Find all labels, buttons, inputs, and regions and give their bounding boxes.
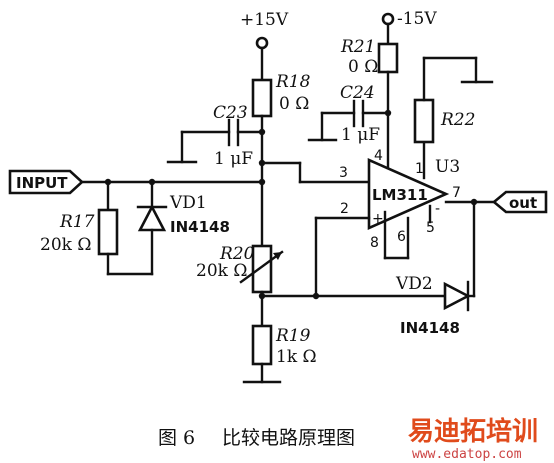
output-terminal xyxy=(491,190,548,214)
junction-input-vd1 xyxy=(148,178,156,186)
r18-label: R18 xyxy=(275,72,311,92)
lm311-label: LM311 xyxy=(372,186,428,204)
pin-8-label: 8 xyxy=(370,235,379,251)
potentiometer-r20-arrow xyxy=(273,252,282,260)
r17-value: 20k Ω xyxy=(40,235,91,255)
c24-label: C24 xyxy=(340,83,375,103)
vd1-label: VD1 xyxy=(169,193,207,213)
junction-pin2-feedback xyxy=(312,292,320,300)
minus-sign: - xyxy=(435,201,440,217)
r20-label: R20 xyxy=(219,244,255,264)
resistor-r22 xyxy=(413,98,435,144)
pin-4-label: 4 xyxy=(374,148,383,164)
minus15-label: -15V xyxy=(397,9,437,29)
c23-label: C23 xyxy=(213,103,248,123)
comparator-lm311 xyxy=(367,158,450,230)
pin-5-label: 5 xyxy=(426,220,435,236)
c23-value: 1 μF xyxy=(214,149,253,169)
r20-value: 20k Ω xyxy=(196,261,247,281)
junction-input-r17 xyxy=(104,178,112,186)
junction-node-rail xyxy=(258,178,266,186)
vd2-label: VD2 xyxy=(395,274,433,294)
r18-value: 0 Ω xyxy=(279,94,309,114)
resistor-r19 xyxy=(251,324,273,366)
minus15-terminal xyxy=(381,12,395,26)
junction-output xyxy=(470,198,478,206)
watermark-brand: 易迪拓培训 xyxy=(408,417,538,447)
r22-label: R22 xyxy=(440,110,475,130)
resistor-r17 xyxy=(97,208,119,256)
u3-label: U3 xyxy=(435,157,460,177)
r19-value: 1k Ω xyxy=(276,347,317,367)
r21-label: R21 xyxy=(340,37,375,57)
vd1-part: IN4148 xyxy=(170,218,230,236)
resistor-r21 xyxy=(377,42,399,74)
input-label: INPUT xyxy=(16,174,68,192)
input-terminal xyxy=(8,169,84,195)
pin-2-label: 2 xyxy=(340,201,349,217)
pin-6-label: 6 xyxy=(397,229,406,245)
vd2-part: IN4148 xyxy=(400,319,460,337)
output-label: out xyxy=(509,194,537,212)
diode-vd2-body xyxy=(443,281,471,311)
potentiometer-r20-wiper xyxy=(239,250,284,284)
plus-sign: + xyxy=(372,211,384,227)
plus15-label: +15V xyxy=(240,10,289,30)
figure-title: 比较电路原理图 xyxy=(222,427,355,449)
r19-label: R19 xyxy=(275,326,311,346)
figure-number: 图 6 xyxy=(158,427,195,449)
pin-3-label: 3 xyxy=(339,165,348,181)
potentiometer-r20 xyxy=(251,244,273,294)
c24-value: 1 μF xyxy=(341,125,380,145)
watermark-url: www.edatop.com xyxy=(412,447,522,462)
r21-value: 0 Ω xyxy=(348,57,378,77)
plus15-terminal xyxy=(255,36,269,50)
diode-vd1-body xyxy=(137,204,167,232)
pin-1-label: 1 xyxy=(415,161,424,177)
junction-rail-c23 xyxy=(258,128,266,136)
resistor-r18 xyxy=(251,78,273,118)
pin-7-label: 7 xyxy=(452,185,461,201)
junction-rail-feedback xyxy=(258,292,266,300)
r17-label: R17 xyxy=(59,212,95,232)
